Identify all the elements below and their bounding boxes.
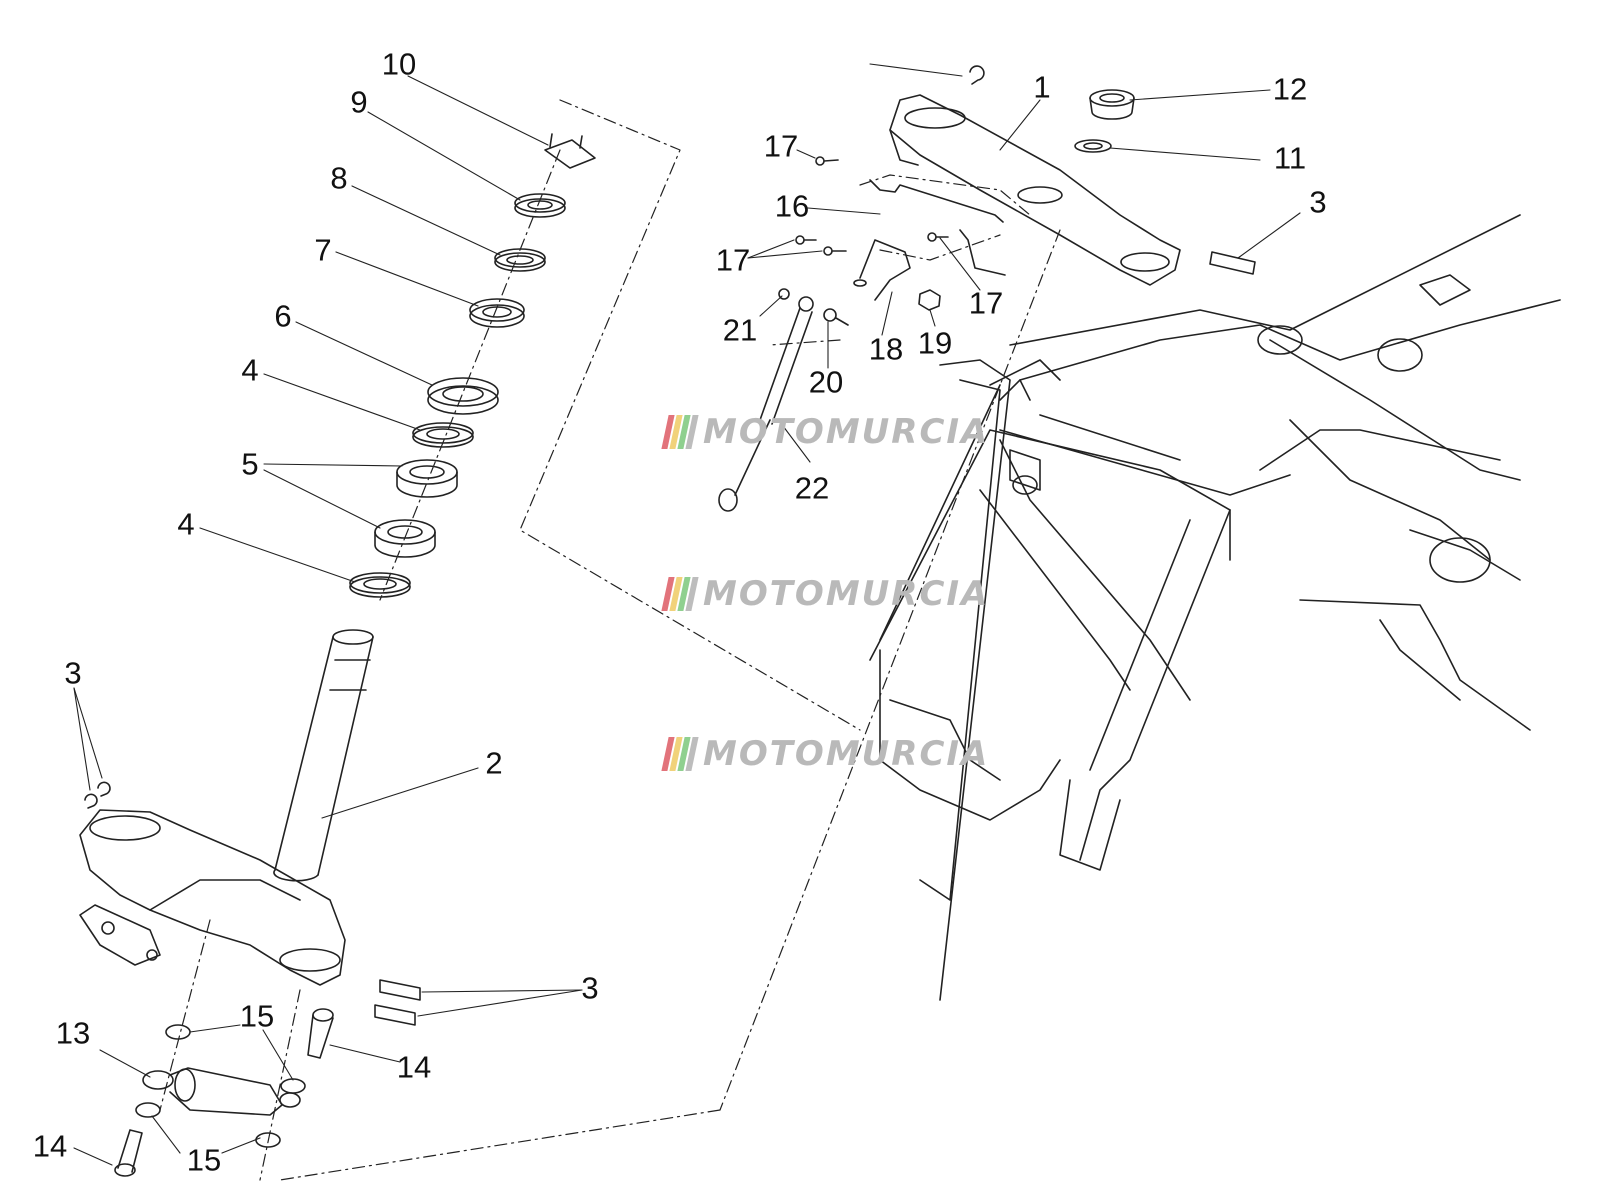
main-frame-icon (869, 214, 1561, 1001)
watermark-text: MOTOMURCIA (703, 734, 990, 774)
callout-label: 18 (868, 331, 904, 367)
bearing-5-upper-icon (396, 459, 458, 498)
bolt-3-right-icon (1209, 251, 1256, 275)
leader-lines (73, 63, 1301, 1166)
bolt-20-icon (823, 308, 849, 326)
lock-washer-9-icon (514, 193, 566, 218)
pin-14-upper-icon (307, 1008, 334, 1059)
callout-label: 9 (350, 84, 368, 120)
callout-label: 6 (274, 298, 292, 334)
callout-label: 3 (581, 970, 599, 1006)
callout-label: 14 (32, 1128, 68, 1164)
bearing-race-4-icon (412, 422, 474, 448)
callout-label: 15 (186, 1142, 222, 1178)
callout-label: 1 (1033, 69, 1051, 105)
callout-label: 4 (241, 352, 259, 388)
bushing-12-icon (1089, 89, 1135, 120)
callout-label: 21 (722, 312, 758, 348)
callout-label: 7 (314, 232, 332, 268)
callout-label: 22 (794, 470, 830, 506)
dust-cover-7-icon (469, 298, 525, 328)
callout-label: 8 (330, 160, 348, 196)
callout-label: 19 (917, 325, 953, 361)
callout-label: 11 (1273, 140, 1307, 176)
callout-label: 12 (1272, 71, 1308, 107)
watermark-logo: MOTOMURCIA (661, 734, 990, 774)
callout-label: 14 (396, 1049, 432, 1085)
steering-damper-13-icon (142, 1067, 301, 1116)
callout-label: 16 (774, 188, 810, 224)
callout-label: 13 (55, 1015, 91, 1051)
callout-label: 3 (64, 655, 82, 691)
bracket-18-icon (853, 239, 911, 301)
watermark-logo: MOTOMURCIA (661, 574, 990, 614)
callout-label: 2 (485, 745, 503, 781)
bearing-5-lower-icon (374, 519, 436, 558)
bolt-3-yoke-icon (374, 979, 421, 1026)
bolt-3-left-icon (84, 781, 111, 809)
callout-label: 3 (1309, 184, 1327, 220)
watermark-text: MOTOMURCIA (703, 574, 990, 614)
callout-label: 17 (715, 242, 751, 278)
bearing-race-4-lower-icon (349, 572, 411, 598)
watermark-logo: MOTOMURCIA (661, 412, 990, 452)
nut-21-icon (778, 288, 790, 300)
callout-label: 20 (808, 364, 844, 400)
top-yoke-1-icon (889, 94, 1181, 286)
screw-3-top-icon (969, 65, 985, 85)
assembly-dash-lines (159, 99, 1061, 1181)
watermark-text: MOTOMURCIA (703, 412, 990, 452)
bracket-16-icon (869, 179, 1006, 276)
callout-label: 15 (239, 998, 275, 1034)
nut-19-icon (918, 289, 941, 311)
pin-14-lower-icon (114, 1129, 143, 1177)
steering-stem-2-icon (273, 629, 374, 882)
gas-strut-22-icon (718, 296, 814, 512)
screws-17-icon (795, 156, 949, 256)
callout-label: 4 (177, 506, 195, 542)
callout-label: 5 (241, 446, 259, 482)
ring-nut-8-icon (494, 248, 546, 272)
seal-6-icon (427, 377, 499, 415)
ring-nut-10-icon (544, 133, 596, 169)
lower-yoke-2-icon (79, 809, 346, 986)
callout-label: 17 (968, 285, 1004, 321)
callout-label: 10 (381, 46, 417, 82)
washer-11-icon (1074, 139, 1112, 153)
callout-label: 17 (763, 128, 799, 164)
